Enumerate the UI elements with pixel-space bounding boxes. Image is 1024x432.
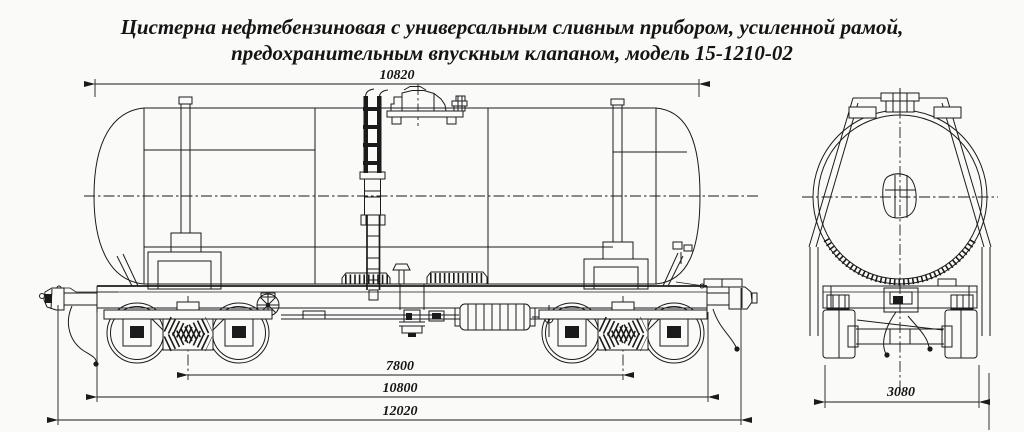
- dimensions: 10820 7800 10800 12020: [46, 68, 991, 430]
- dimension-frame-length: 10800: [85, 312, 720, 402]
- drawing-title-line2: предохранительным впускным клапаном, мод…: [231, 41, 793, 65]
- dimension-bogie-centers: 7800: [176, 359, 635, 378]
- air-reservoir: [454, 303, 536, 331]
- bogie-right: [539, 296, 707, 380]
- svg-text:3080: 3080: [886, 385, 915, 400]
- svg-text:7800: 7800: [386, 359, 414, 374]
- end-axle-wheels: [822, 294, 978, 359]
- svg-text:12020: 12020: [383, 404, 418, 419]
- hatch-cover: [390, 90, 447, 112]
- drawing-title-line1: Цистерна нефтебензиновая с универсальным…: [120, 15, 904, 39]
- ladder: [359, 88, 389, 301]
- dome-platform: [386, 110, 464, 118]
- right-support-cradle: [583, 98, 649, 290]
- left-coupler: [39, 285, 118, 367]
- dimension-overall-length: 12020: [46, 288, 753, 425]
- svg-text:10820: 10820: [380, 68, 415, 83]
- drain-device: [399, 284, 425, 337]
- dimension-tank-length: 10820: [83, 68, 711, 97]
- end-platform: [808, 97, 992, 336]
- brake-rigging: [281, 303, 556, 337]
- signal-bracket: [672, 241, 693, 264]
- left-support-cradle: [147, 96, 222, 290]
- end-hatch-cap: [880, 88, 920, 113]
- safety-valve: [451, 95, 468, 112]
- right-coupler: [675, 278, 758, 352]
- vent-stand: [392, 263, 411, 284]
- side-view: [39, 84, 758, 380]
- walkway-trays: [341, 263, 488, 285]
- brake-hose-left: [68, 305, 97, 364]
- end-ladder-profile: [882, 173, 917, 219]
- brake-hose-right: [712, 308, 737, 348]
- shell-hatch-arc: [823, 237, 977, 286]
- drawing-title: Цистерна нефтебензиновая с универсальным…: [0, 14, 1024, 66]
- end-brake-hose-right: [907, 315, 930, 348]
- dimension-body-width: 3080: [813, 365, 991, 430]
- svg-text:10800: 10800: [383, 381, 418, 396]
- end-view: [802, 88, 998, 392]
- dome-hatch-platform: [386, 84, 468, 126]
- end-brake-hose-left: [883, 311, 897, 355]
- bogie: [103, 296, 273, 380]
